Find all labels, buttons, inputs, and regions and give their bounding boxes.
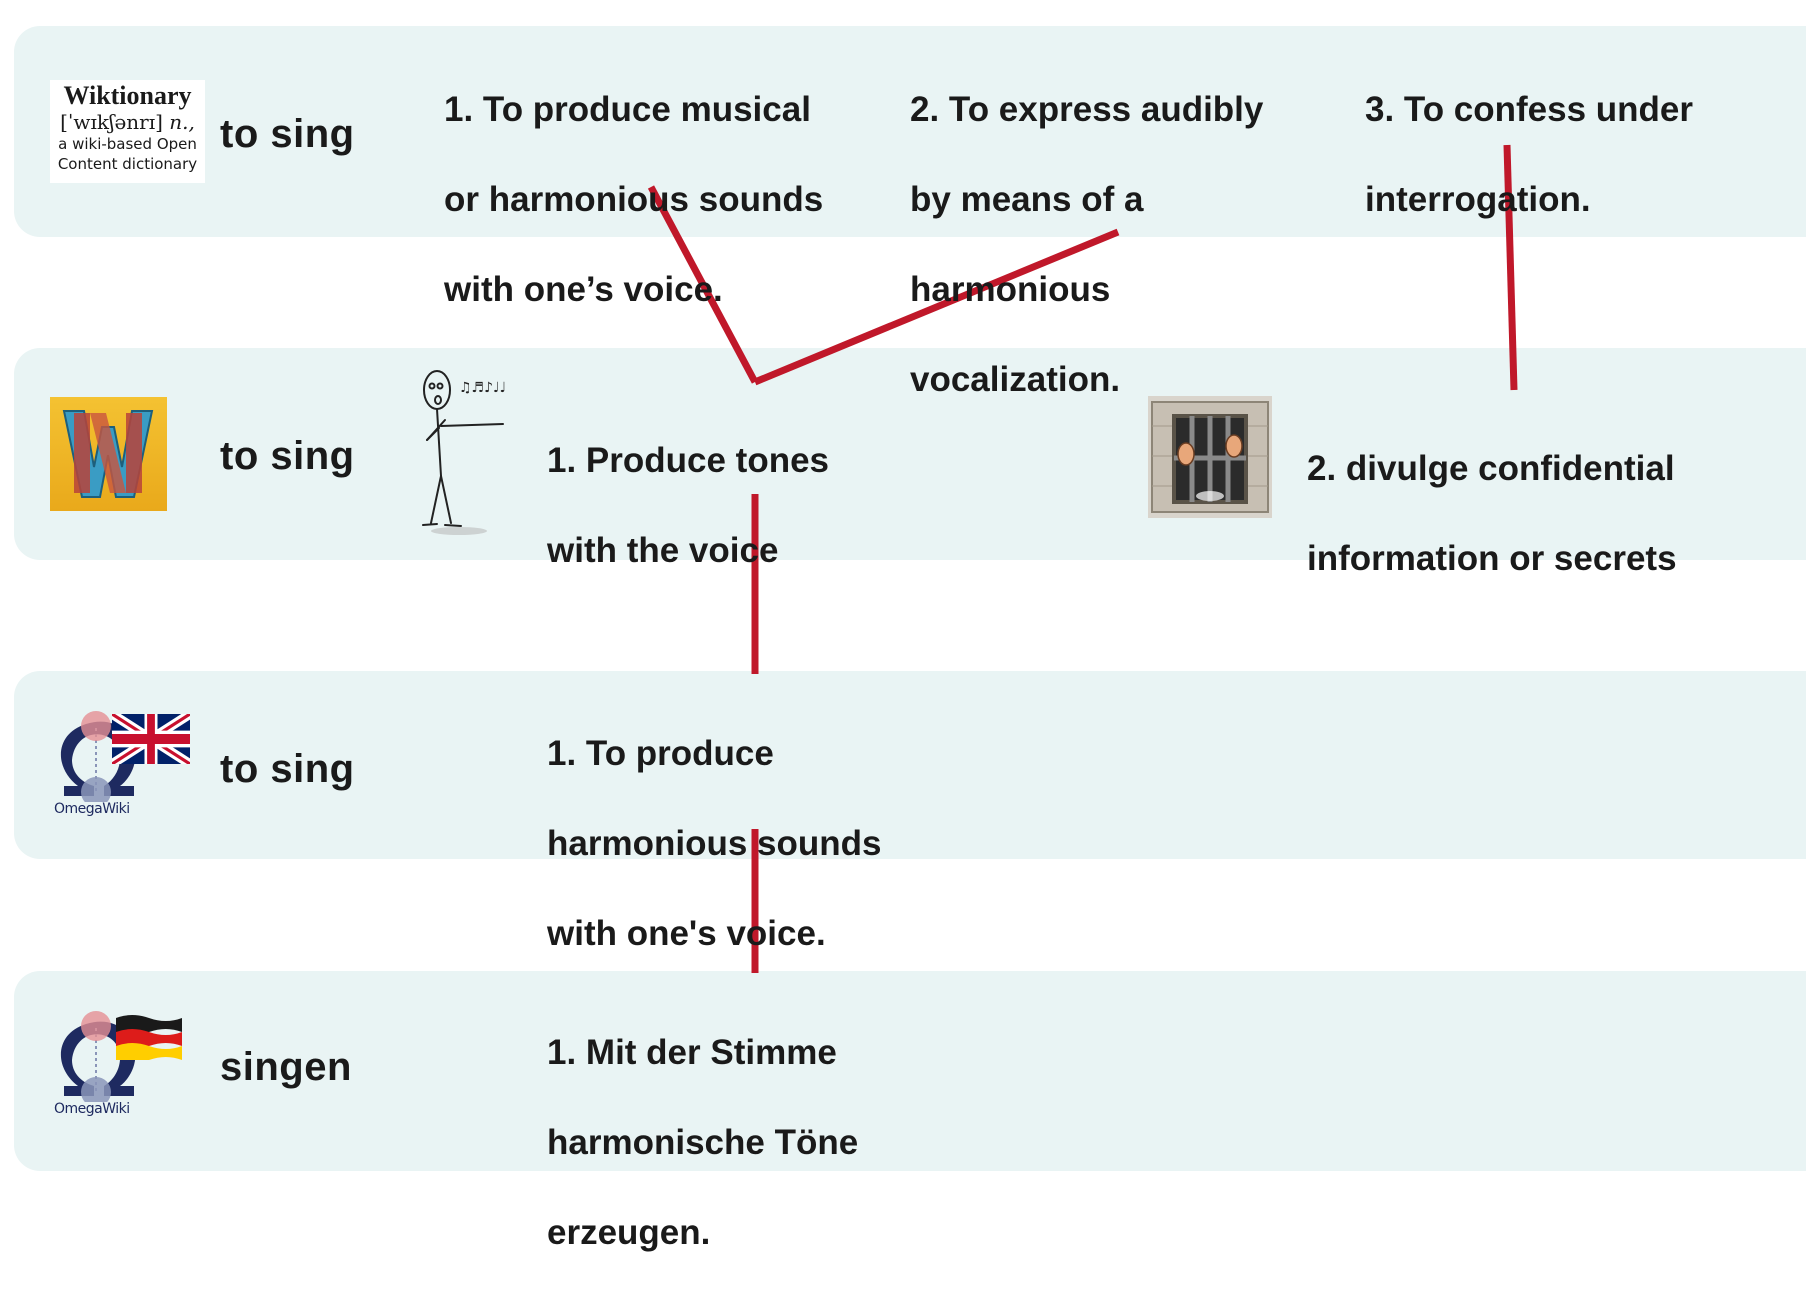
sense-line: or harmonious sounds: [444, 180, 824, 219]
wiktionary-logo-title: Wiktionary: [63, 81, 192, 110]
sense-line: harmonious: [910, 270, 1111, 309]
uk-flag-icon: [112, 714, 190, 764]
germany-flag-icon: [116, 1015, 182, 1060]
sense-line: with the voice: [547, 531, 779, 570]
sense-line: 1. Produce tones: [547, 441, 830, 480]
wiktionary-logo-tagline-2: Content dictionary: [57, 155, 198, 173]
sense-line: by means of a: [910, 180, 1144, 219]
sense-line: with one’s voice.: [444, 270, 723, 309]
omegawiki-logo: OmegaWiki: [50, 1006, 200, 1116]
wordnet-sense-1: 1. Produce tones with the voice: [547, 393, 829, 618]
wordnet-logo: [50, 397, 167, 511]
music-notes-icon: ♫♬♪♩♩: [459, 380, 506, 396]
sense-line: 1. Mit der Stimme: [547, 1033, 837, 1072]
omegawiki-german-lemma: singen: [220, 1045, 352, 1089]
wiktionary-sense-1: 1. To produce musical or harmonious soun…: [444, 42, 823, 357]
omegawiki-logo: OmegaWiki: [50, 706, 200, 816]
wiktionary-sense-2: 2. To express audibly by means of a harm…: [910, 42, 1263, 447]
sense-line: with one's voice.: [547, 914, 826, 953]
omegawiki-logo-label: OmegaWiki: [54, 801, 130, 817]
sense-line: 1. To produce: [547, 734, 774, 773]
singer-figure-icon: ♫♬♪♩♩: [422, 370, 506, 535]
sense-line: 2. divulge confidential: [1307, 449, 1675, 488]
omegawiki-english-sense-1: 1. To produce harmonious sounds with one…: [547, 686, 881, 1001]
omegawiki-english-row: [14, 671, 1806, 859]
sense-line: interrogation.: [1365, 180, 1591, 219]
sense-line: information or secrets: [1307, 539, 1677, 578]
wiktionary-logo-pronunciation: [ˈwɪkʃənrɪ] n.,: [60, 110, 195, 134]
sense-line: 2. To express audibly: [910, 90, 1264, 129]
sense-line: erzeugen.: [547, 1213, 711, 1252]
svg-text:♫♬♪♩♩: ♫♬♪♩♩: [459, 380, 506, 396]
wiktionary-logo: Wiktionary [ˈwɪkʃənrɪ] n., a wiki-based …: [50, 80, 205, 183]
sense-line: harmonious sounds: [547, 824, 882, 863]
wordnet-lemma: to sing: [220, 434, 355, 478]
sense-line: vocalization.: [910, 360, 1121, 399]
wordnet-sense-2: 2. divulge confidential information or s…: [1307, 401, 1677, 626]
omegawiki-logo-label: OmegaWiki: [54, 1101, 130, 1117]
prison-bars-icon: [1148, 396, 1272, 518]
wiktionary-logo-tagline-1: a wiki-based Open: [58, 135, 197, 153]
wiktionary-sense-3: 3. To confess under interrogation.: [1365, 42, 1693, 267]
omegawiki-german-row: [14, 971, 1806, 1171]
sense-line: 3. To confess under: [1365, 90, 1694, 129]
wiktionary-lemma: to sing: [220, 112, 355, 156]
sense-line: 1. To produce musical: [444, 90, 811, 129]
omegawiki-english-lemma: to sing: [220, 747, 355, 791]
